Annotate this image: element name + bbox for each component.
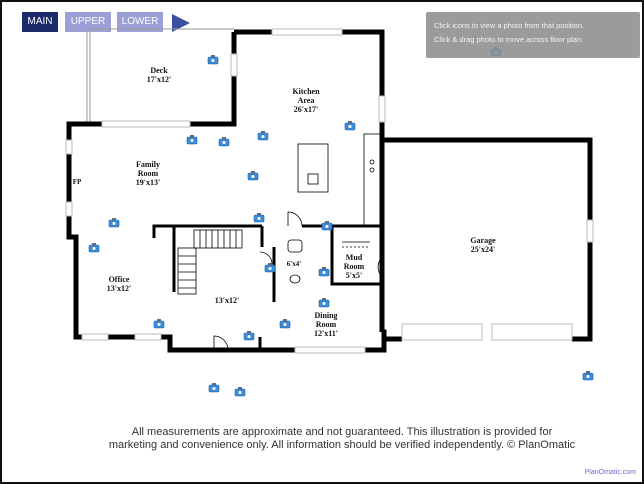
info-line-1: Click icons to view a photo from that po… — [434, 21, 585, 30]
garage-label: Garage — [470, 236, 496, 245]
dining-room-size: 12'x11' — [314, 329, 338, 338]
dining-room-label-2: Room — [316, 320, 337, 329]
camera-icon[interactable] — [279, 319, 291, 329]
doors — [213, 211, 381, 351]
camera-icon[interactable] — [234, 387, 246, 397]
hall-size: 13'x12' — [215, 296, 239, 305]
camera-icon[interactable] — [207, 55, 219, 65]
kitchen-label-1: Kitchen — [292, 87, 320, 96]
camera-icon[interactable] — [243, 331, 255, 341]
deck-size: 17'x12' — [147, 75, 171, 84]
tab-main[interactable]: MAIN — [22, 12, 58, 32]
camera-icons — [88, 47, 594, 397]
camera-icon[interactable] — [344, 121, 356, 131]
camera-icon[interactable] — [186, 135, 198, 145]
office-label: Office — [109, 275, 130, 284]
camera-icon[interactable] — [153, 319, 165, 329]
kitchen-label-2: Area — [298, 96, 315, 105]
disclaimer-line-1: All measurements are approximate and not… — [131, 426, 553, 438]
windows — [65, 28, 594, 354]
camera-icon[interactable] — [253, 213, 265, 223]
fireplace-label: FP — [73, 178, 82, 186]
dining-room-label-1: Dining — [314, 311, 337, 320]
office-size: 13'x12' — [107, 284, 131, 293]
camera-icon[interactable] — [318, 267, 330, 277]
disclaimer-line-2: marketing and convenience only. All info… — [108, 439, 576, 451]
family-room-size: 19'x13' — [136, 178, 160, 187]
info-tooltip: Click icons to view a photo from that po… — [426, 12, 640, 58]
camera-icon[interactable] — [108, 218, 120, 228]
camera-icon[interactable] — [264, 263, 276, 273]
tab-lower[interactable]: LOWER — [117, 12, 163, 32]
mud-room-size: 5'x5' — [346, 271, 362, 280]
mud-room-label-1: Mud — [346, 253, 363, 262]
camera-icon[interactable] — [582, 371, 594, 381]
info-line-2: Click & drag photo to move across floor … — [434, 35, 584, 44]
disclaimer: All measurements are approximate and not… — [62, 426, 622, 452]
deck-outline — [86, 28, 234, 124]
tab-upper[interactable]: UPPER — [65, 12, 111, 32]
kitchen-fixtures — [297, 133, 381, 227]
camera-icon[interactable] — [321, 221, 333, 231]
camera-icon[interactable] — [88, 243, 100, 253]
next-floor-arrow-icon[interactable] — [170, 12, 192, 34]
camera-icon[interactable] — [257, 131, 269, 141]
family-room-label-2: Room — [138, 169, 159, 178]
mud-room-label-2: Room — [344, 262, 365, 271]
garage-size: 25'x24' — [471, 245, 495, 254]
kitchen-size: 26'x17' — [294, 105, 318, 114]
camera-icon[interactable] — [247, 171, 259, 181]
site-link[interactable]: PlanOmatic.com — [584, 469, 636, 476]
camera-icon[interactable] — [208, 383, 220, 393]
interior-walls — [152, 224, 380, 350]
camera-icon[interactable] — [218, 137, 230, 147]
stairs — [177, 229, 243, 295]
bath-size: 6'x4' — [287, 260, 301, 268]
deck-label: Deck — [150, 66, 168, 75]
camera-icon[interactable] — [318, 298, 330, 308]
family-room-label-1: Family — [136, 160, 160, 169]
